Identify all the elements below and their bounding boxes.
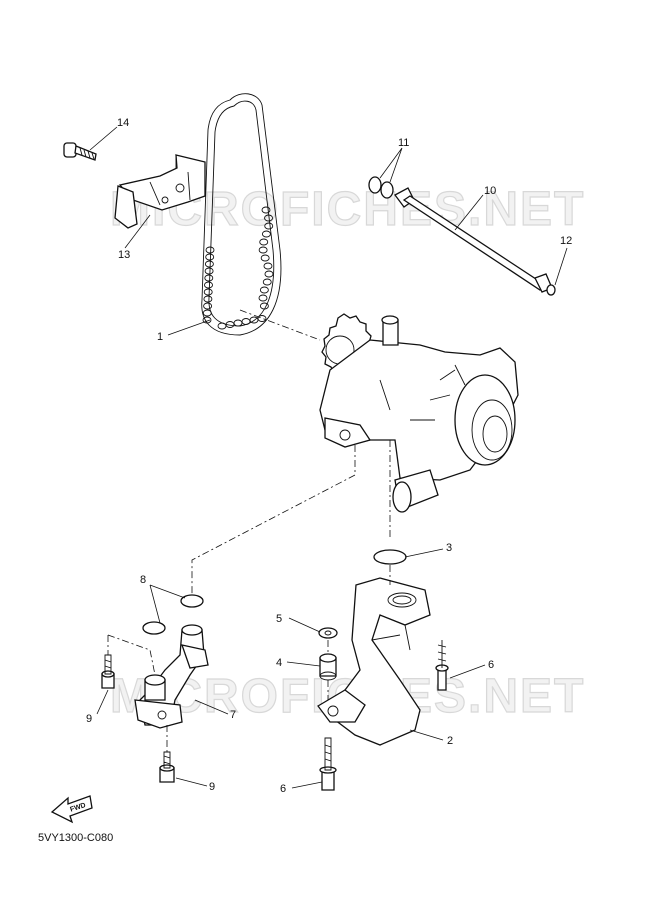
chain-link [259,286,269,294]
alignment-lines [107,309,391,752]
chain-link [263,262,273,270]
callout-11: 11 [398,137,409,149]
collar-part-4[interactable] [319,653,337,681]
bolt-part-6-lower[interactable] [319,737,337,791]
chain-link [202,309,212,317]
leader-lines [89,126,568,789]
fwd-label: FWD [69,802,86,814]
callout-5: 5 [276,613,282,625]
callout-10: 10 [484,185,496,197]
chain-link [261,230,271,238]
chain-link [202,316,212,324]
chain-link [259,238,269,246]
chain-link [233,319,243,327]
callout-2: 2 [447,735,453,747]
callout-9-lower: 9 [209,781,215,793]
o-ring-part-8[interactable] [142,594,204,635]
callout-9-upper: 9 [86,713,92,725]
bolt-part-14[interactable] [63,142,97,161]
callout-8: 8 [140,574,146,586]
callout-3: 3 [446,542,452,554]
callout-1: 1 [157,331,163,343]
forward-arrow-icon: FWD [50,795,93,824]
callout-13: 13 [118,249,130,261]
chain-link [241,318,251,325]
tensioner-part-13[interactable] [114,154,206,229]
chain-link [205,246,215,254]
diagram-code: 5VY1300-C080 [38,832,114,844]
chain-link [259,302,269,310]
chain-link [264,270,274,278]
callouts: 14 13 1 11 10 12 3 8 5 4 6 7 2 9 9 6 [86,117,572,795]
elbow-part-7[interactable] [134,624,209,729]
chain-link [260,254,270,262]
chain-link [264,214,273,222]
o-ring-part-11[interactable] [368,176,394,199]
callout-12: 12 [560,235,572,247]
washer-part-5[interactable] [318,627,338,639]
chain-link [264,222,274,230]
callout-7: 7 [230,709,236,721]
o-ring-part-3[interactable] [373,549,407,565]
chain-link [205,253,215,261]
o-ring-part-12[interactable] [546,284,556,296]
callout-4: 4 [276,657,282,669]
chain-link [217,322,227,330]
chain-link [204,274,214,282]
chain-link [204,260,214,268]
chain-link [203,288,213,296]
chain-link [204,281,213,289]
bolt-part-9-lower[interactable] [159,751,175,783]
chain-link [257,315,267,322]
oil-pump-assembly[interactable] [319,313,519,513]
callout-6-lower: 6 [280,783,286,795]
bolt-part-9-upper[interactable] [101,654,115,689]
strainer-part-2[interactable] [317,577,431,746]
bolt-part-6-upper[interactable] [435,640,449,691]
watermark-bottom: MICROFICHES.NET [110,670,585,723]
chain-link [262,278,272,286]
chain-link [204,267,214,275]
callout-6-upper: 6 [488,659,494,671]
chain-link [203,302,213,310]
chain-link [258,246,268,254]
chain-link [261,206,271,214]
callout-14: 14 [117,117,129,129]
chain-link [203,295,213,303]
chain-link [258,294,268,302]
chain-part-1[interactable] [201,93,282,336]
